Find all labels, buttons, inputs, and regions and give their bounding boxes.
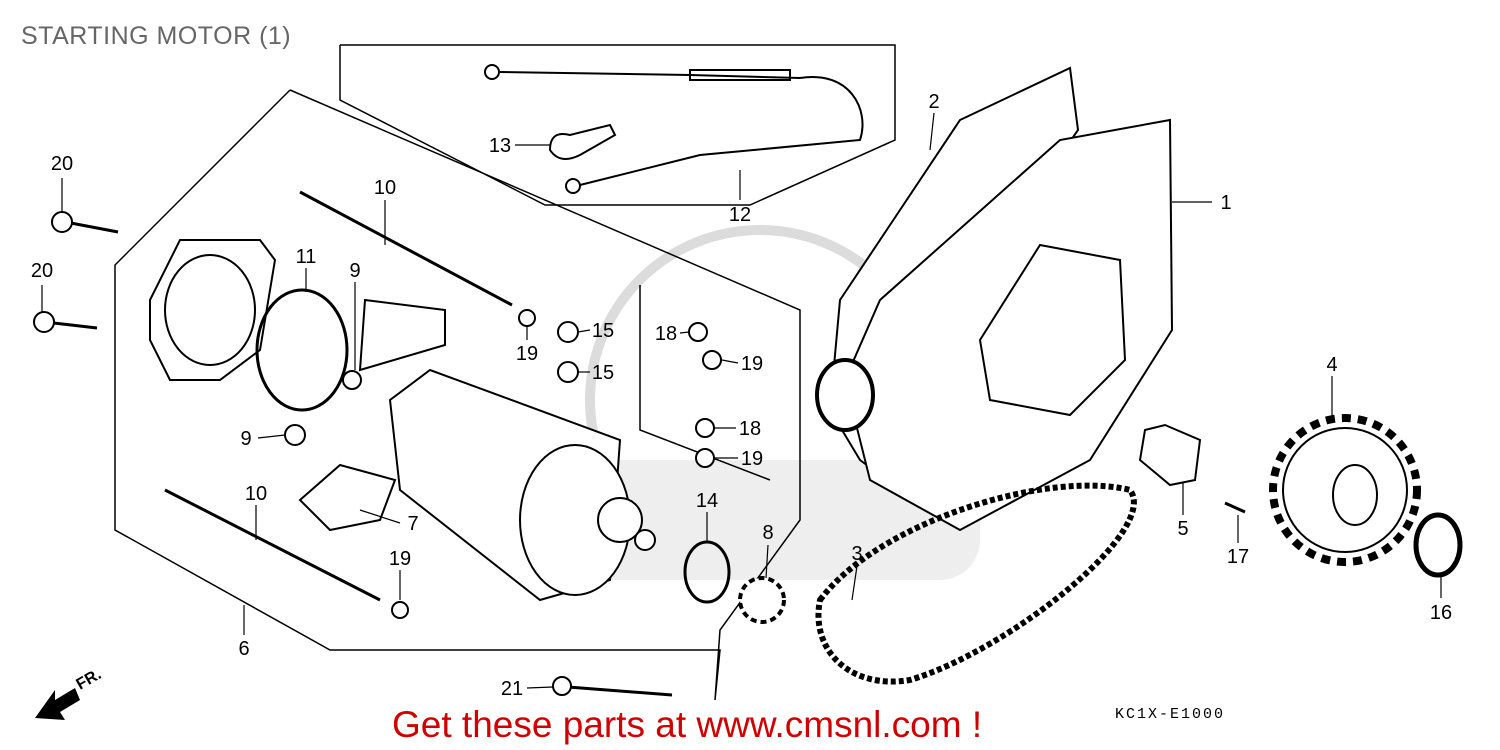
page-title: STARTING MOTOR (1) [21,22,292,50]
promo-link[interactable]: Get these parts at www.cmsnl.com ! [392,704,983,745]
part-label: 8 [762,522,773,544]
part-label: 2 [928,91,939,113]
part-label: 15 [592,362,614,384]
part-label: 19 [516,343,538,365]
part-label: 18 [739,418,761,440]
part-label: 19 [741,448,763,470]
part-label: 11 [296,246,317,268]
leader-lines [41,112,1442,689]
part-label: 4 [1326,354,1337,376]
o-ring [255,288,349,412]
part-label: 9 [349,260,360,282]
part-label: 18 [655,323,677,345]
front-direction-arrow: FR. [35,666,104,720]
cable-group-frame [339,44,896,206]
part-label: 20 [51,153,73,175]
part-label: 13 [489,135,511,157]
part-label: 7 [407,513,418,535]
part-label: 16 [1430,602,1452,624]
starter-motor [388,368,656,602]
part-label: 14 [696,490,718,512]
part-label: 20 [31,260,53,282]
cover-opening [978,243,1127,417]
seal-ring [815,358,875,432]
part-label: 12 [729,204,751,226]
drive-gear [738,576,786,624]
part-label: 19 [741,353,763,375]
drive-chain [815,482,1137,685]
inner-group-frame [639,285,771,481]
part-label: 17 [1227,546,1249,568]
part-label: 9 [240,428,251,450]
chain-guide [1138,423,1202,487]
starter-cable [484,64,864,194]
part-label: 3 [851,543,862,565]
part-label: 10 [374,177,396,199]
oil-seal [1413,512,1463,578]
part-label: 15 [592,320,614,342]
part-label: 19 [389,548,411,570]
terminal-cap [548,123,617,160]
part-label: 21 [501,678,523,700]
part-label: 6 [238,638,249,660]
nuts-and-washers [33,211,722,696]
sprocket-bore [1332,464,1378,526]
front-direction-label: FR. [74,666,105,694]
part-label: 10 [245,483,267,505]
end-cover [149,239,277,381]
part-label: 5 [1177,518,1188,540]
part-label: 1 [1220,192,1231,214]
diagram-code: KC1X-E1000 [1115,706,1226,723]
motor-group-frame [114,89,801,701]
